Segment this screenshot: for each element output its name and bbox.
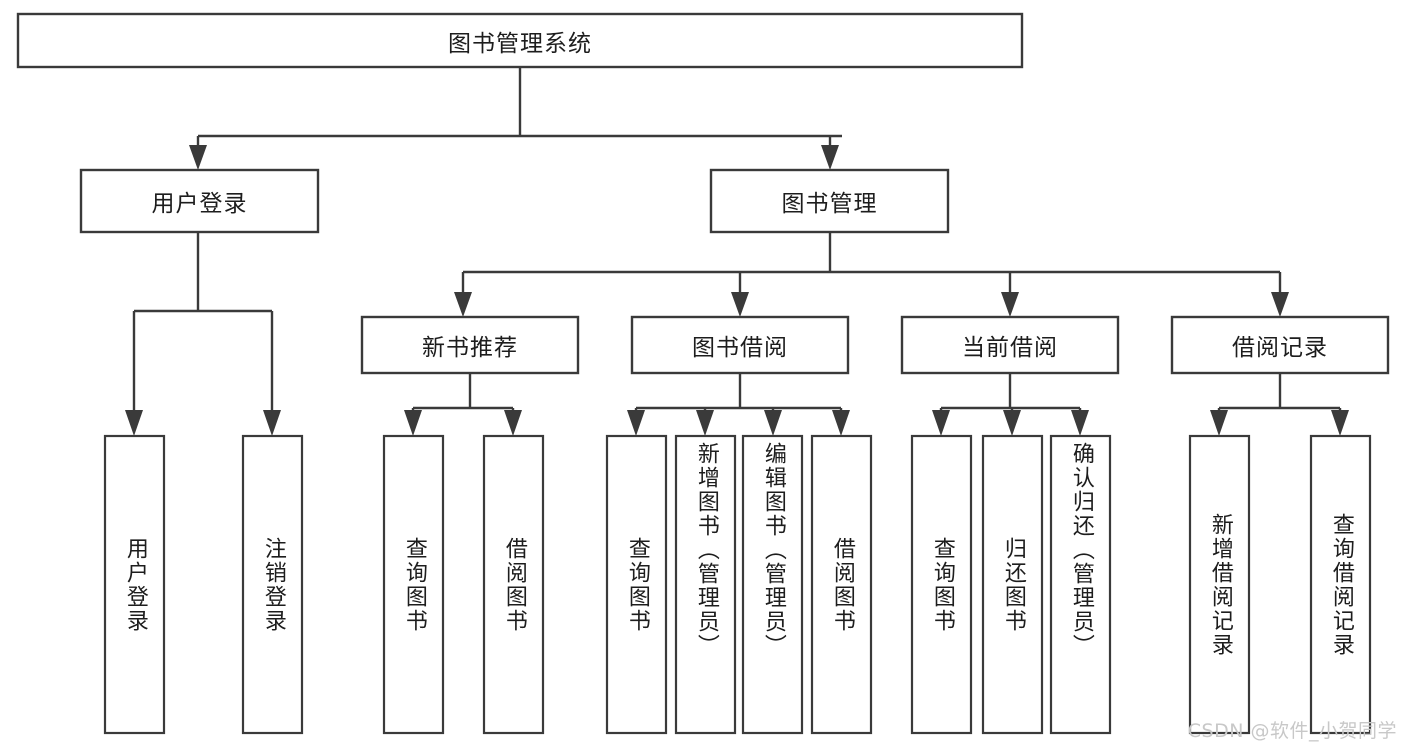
node-box-book-mgmt[interactable]	[709, 168, 950, 234]
arrow-leaf-user-login	[125, 410, 143, 436]
arrow-to-user-login	[189, 145, 207, 170]
arrow-newbook	[454, 292, 472, 317]
leaf-box-logout[interactable]	[241, 434, 304, 735]
arrow-leaf-borrow-lend	[832, 410, 850, 436]
leaf-box-current-query[interactable]	[910, 434, 973, 735]
arrow-leaf-current-confirm	[1071, 410, 1089, 436]
leaf-box-current-return[interactable]	[981, 434, 1044, 735]
node-box-group	[16, 12, 1390, 735]
node-box-new-book-recommend[interactable]	[360, 315, 580, 375]
leaf-box-newbook-query[interactable]	[382, 434, 445, 735]
leaf-box-borrow-edit[interactable]	[741, 434, 804, 735]
leaf-box-borrow-add[interactable]	[674, 434, 737, 735]
arrow-current	[1001, 292, 1019, 317]
arrow-to-book-mgmt	[821, 145, 839, 170]
leaf-box-records-add[interactable]	[1188, 434, 1251, 735]
arrow-leaf-current-return	[1003, 410, 1021, 436]
node-box-user-login[interactable]	[79, 168, 320, 234]
arrow-leaf-logout	[263, 410, 281, 436]
arrow-records	[1271, 292, 1289, 317]
node-box-root[interactable]	[16, 12, 1024, 69]
leaf-box-current-confirm[interactable]	[1049, 434, 1112, 735]
arrow-leaf-borrow-query	[627, 410, 645, 436]
arrow-borrow	[731, 292, 749, 317]
arrow-leaf-current-query	[932, 410, 950, 436]
node-box-borrow-records[interactable]	[1170, 315, 1390, 375]
arrow-leaf-newbook-query	[404, 410, 422, 436]
connector-group	[125, 67, 1349, 436]
node-box-book-borrow[interactable]	[630, 315, 850, 375]
leaf-box-borrow-lend[interactable]	[810, 434, 873, 735]
leaf-box-newbook-borrow[interactable]	[482, 434, 545, 735]
arrow-leaf-records-query	[1331, 410, 1349, 436]
arrow-leaf-records-add	[1210, 410, 1228, 436]
leaf-box-records-query[interactable]	[1309, 434, 1372, 735]
arrow-leaf-borrow-add	[696, 410, 714, 436]
leaf-box-user-login[interactable]	[103, 434, 166, 735]
node-box-current-borrow[interactable]	[900, 315, 1120, 375]
arrow-leaf-borrow-edit	[764, 410, 782, 436]
csdn-watermark: CSDN @软件_小贺同学	[1187, 720, 1397, 742]
leaf-box-borrow-query[interactable]	[605, 434, 668, 735]
arrow-leaf-newbook-borrow	[504, 410, 522, 436]
